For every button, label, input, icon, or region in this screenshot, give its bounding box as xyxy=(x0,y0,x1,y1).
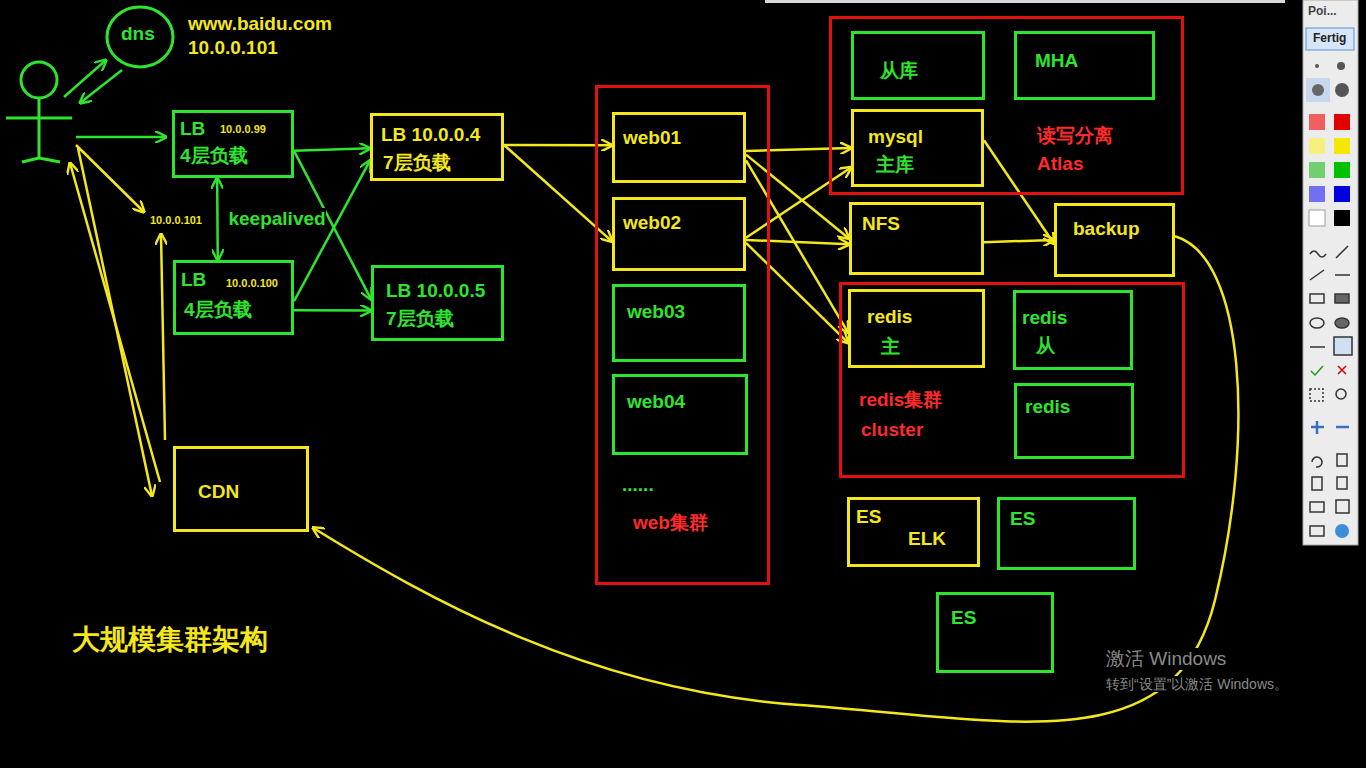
node-text: MHA xyxy=(1035,50,1078,72)
node-text: 从 xyxy=(1036,335,1055,357)
server-box: web02 xyxy=(612,197,746,271)
watermark: 激活 Windows xyxy=(1104,648,1228,670)
node-text: ...... xyxy=(622,474,654,496)
server-box: CDN xyxy=(173,446,309,532)
server-box: web04 xyxy=(612,374,748,455)
server-box: web03 xyxy=(612,284,746,362)
node-text: 4层负载 xyxy=(180,145,248,167)
node-text: ES xyxy=(951,607,976,629)
server-box: ...... web集群 web01 web02 web03 web04 xyxy=(595,85,770,585)
toolbar xyxy=(1303,0,1358,545)
server-box: LB 10.0.0.99 4层负载 xyxy=(172,110,294,178)
person xyxy=(6,62,72,162)
node-text: 10.0.0.99 xyxy=(220,123,266,136)
node-text: web02 xyxy=(623,212,681,234)
server-box: web01 xyxy=(612,112,746,183)
node-text: 4层负载 xyxy=(184,299,252,321)
server-box: redis xyxy=(1014,383,1134,459)
connector-arrow xyxy=(746,240,849,244)
diagram-title: 大规模集群架构 xyxy=(72,624,268,656)
circle-outline xyxy=(107,7,173,67)
node-text: ES xyxy=(1010,508,1035,530)
connector-arrow xyxy=(294,148,370,150)
connector-arrow xyxy=(216,178,219,260)
server-box: redis 主 xyxy=(848,289,985,368)
node-text: web01 xyxy=(623,127,681,149)
node-text: LB 10.0.0.5 xyxy=(386,280,485,302)
server-box: mysql 主库 xyxy=(851,109,984,187)
toolbar-label: Fertig xyxy=(1313,32,1346,46)
node-text: 主库 xyxy=(876,154,914,176)
node-text: LB xyxy=(181,269,206,291)
connector-arrow xyxy=(746,160,848,332)
connector-arrow xyxy=(984,240,1054,242)
connector-arrow xyxy=(746,168,851,238)
node-text: dns xyxy=(121,23,155,45)
node-text: cluster xyxy=(861,419,923,441)
server-box: LB 10.0.0.5 7层负载 xyxy=(371,265,504,341)
edge-label: keepalived xyxy=(228,208,325,230)
node-text: ELK xyxy=(908,528,946,550)
server-box: redis 从 xyxy=(1013,290,1133,370)
connector-arrow xyxy=(746,243,848,343)
node-text: 7层负载 xyxy=(386,308,454,330)
node-text: LB xyxy=(180,118,205,140)
node-text: backup xyxy=(1073,218,1140,240)
server-box: ES xyxy=(997,497,1136,570)
note-label: 10.0.0.101 xyxy=(150,214,202,227)
node-text: redis集群 xyxy=(859,389,942,411)
node-text: redis xyxy=(1022,307,1067,329)
connector-arrow xyxy=(294,309,371,312)
node-text: NFS xyxy=(862,213,900,235)
node-text: redis xyxy=(867,306,912,328)
node-text: mysql xyxy=(868,126,923,148)
node-text: 从库 xyxy=(880,60,918,82)
node-text: 10.0.0.100 xyxy=(226,277,278,290)
note-label: www.baidu.com xyxy=(188,13,332,35)
server-box: ES xyxy=(936,592,1054,673)
note-label: 10.0.0.101 xyxy=(188,37,278,59)
user-arrows xyxy=(64,60,166,496)
node-text: 主 xyxy=(881,336,900,358)
node-text: LB 10.0.0.4 xyxy=(381,124,480,146)
server-circle: dns xyxy=(105,5,175,69)
node-text: 读写分离 xyxy=(1037,125,1113,147)
connector-arrow xyxy=(746,148,851,151)
top-bar xyxy=(765,0,1285,3)
server-box: 从库 xyxy=(851,31,985,100)
server-box: MHA xyxy=(1014,31,1155,100)
node-text: Atlas xyxy=(1037,153,1083,175)
node-text: web04 xyxy=(627,391,685,413)
node-text: ES xyxy=(856,506,881,528)
server-box: backup xyxy=(1054,203,1175,277)
server-box: ES ELK xyxy=(847,497,980,567)
connector-arrow xyxy=(313,236,1238,721)
node-text: redis xyxy=(1025,396,1070,418)
toolbar-label: Poi... xyxy=(1308,5,1337,19)
server-box: NFS xyxy=(849,202,984,275)
node-text: CDN xyxy=(198,481,239,503)
connector-arrow xyxy=(294,161,370,302)
node-text: 7层负载 xyxy=(383,152,451,174)
server-box: redis集群 cluster redis 主 redis 从 redis xyxy=(839,282,1185,478)
server-box: 读写分离 Atlas 从库 MHA mysql 主库 xyxy=(829,16,1184,195)
watermark: 转到“设置”以激活 Windows。 xyxy=(1104,676,1290,692)
server-box: LB 10.0.0.4 7层负载 xyxy=(370,113,504,181)
node-text: web集群 xyxy=(633,512,708,534)
server-box: LB 10.0.0.100 4层负载 xyxy=(173,260,294,335)
node-text: web03 xyxy=(627,301,685,323)
